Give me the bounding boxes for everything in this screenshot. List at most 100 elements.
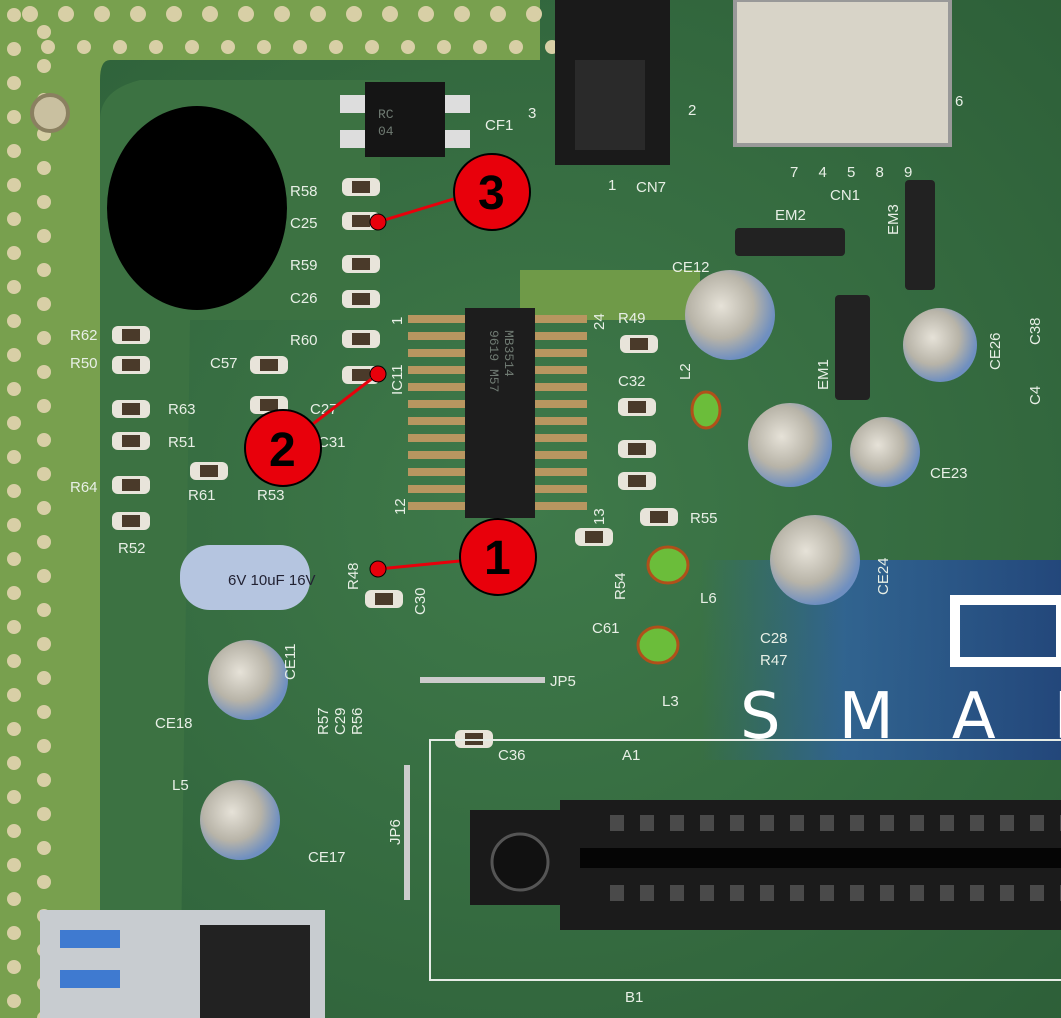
ic-pin bbox=[408, 485, 468, 493]
slot-pin bbox=[880, 885, 894, 901]
smd-body bbox=[200, 465, 218, 477]
svg-text:R55: R55 bbox=[690, 510, 718, 527]
via bbox=[77, 40, 91, 54]
smd-body bbox=[628, 401, 646, 413]
smd-body bbox=[122, 329, 140, 341]
via bbox=[37, 365, 51, 379]
ic-pin bbox=[408, 349, 468, 357]
via bbox=[473, 40, 487, 54]
svg-text:R51: R51 bbox=[168, 434, 196, 451]
ic-pin bbox=[408, 417, 468, 425]
smd-body bbox=[122, 515, 140, 527]
ic-pin bbox=[532, 332, 587, 340]
via bbox=[221, 40, 235, 54]
svg-text:6: 6 bbox=[955, 93, 963, 110]
svg-text:9619 M57: 9619 M57 bbox=[486, 330, 501, 392]
via bbox=[7, 858, 21, 872]
via bbox=[382, 6, 398, 22]
svg-text:2: 2 bbox=[269, 424, 296, 477]
via bbox=[7, 960, 21, 974]
smd-body bbox=[352, 215, 370, 227]
slot-pin bbox=[790, 885, 804, 901]
via bbox=[37, 501, 51, 515]
ic-pin bbox=[532, 349, 587, 357]
via bbox=[7, 722, 21, 736]
svg-text:1: 1 bbox=[484, 532, 511, 585]
via bbox=[7, 246, 21, 260]
via bbox=[274, 6, 290, 22]
smd-body bbox=[260, 399, 278, 411]
svg-text:L5: L5 bbox=[172, 777, 189, 794]
mounting-pad bbox=[30, 93, 70, 133]
smd-body bbox=[628, 443, 646, 455]
via bbox=[7, 450, 21, 464]
via bbox=[490, 6, 506, 22]
svg-text:R50: R50 bbox=[70, 355, 98, 372]
slot-outline bbox=[429, 739, 1061, 981]
ic11-chip bbox=[465, 308, 535, 518]
via bbox=[202, 6, 218, 22]
svg-text:C29: C29 bbox=[332, 707, 349, 735]
ic-pin bbox=[532, 400, 587, 408]
slot-pin bbox=[970, 885, 984, 901]
ic-pin bbox=[408, 468, 468, 476]
slot-pin bbox=[730, 815, 744, 831]
edge-vias bbox=[7, 6, 559, 1018]
svg-text:CN7: CN7 bbox=[636, 179, 666, 196]
slot-pin bbox=[670, 885, 684, 901]
via bbox=[37, 331, 51, 345]
via bbox=[7, 144, 21, 158]
smd-components bbox=[112, 178, 678, 748]
svg-text:1: 1 bbox=[608, 177, 616, 194]
via bbox=[185, 40, 199, 54]
smd-body bbox=[352, 258, 370, 270]
mounting-hole-blackout bbox=[107, 106, 287, 310]
via bbox=[293, 40, 307, 54]
via bbox=[7, 586, 21, 600]
slot-pin bbox=[640, 885, 654, 901]
svg-text:R60: R60 bbox=[290, 332, 318, 349]
via bbox=[37, 603, 51, 617]
via bbox=[7, 994, 21, 1008]
smd-body bbox=[585, 531, 603, 543]
via bbox=[37, 841, 51, 855]
svg-text:R63: R63 bbox=[168, 401, 196, 418]
slot-pin bbox=[760, 885, 774, 901]
svg-text:L6: L6 bbox=[700, 590, 717, 607]
svg-text:R48: R48 bbox=[345, 562, 362, 590]
logo-mark bbox=[950, 595, 1061, 667]
svg-text:R49: R49 bbox=[618, 310, 646, 327]
capacitor-print: 6V 10uF 16V bbox=[228, 572, 316, 589]
via bbox=[37, 263, 51, 277]
svg-text:C57: C57 bbox=[210, 355, 238, 372]
cn1-connector bbox=[733, 0, 952, 147]
svg-text:04: 04 bbox=[378, 124, 394, 139]
slot-pin bbox=[700, 885, 714, 901]
svg-text:R54: R54 bbox=[612, 572, 629, 600]
via bbox=[418, 6, 434, 22]
smd-body bbox=[122, 403, 140, 415]
ic-pin bbox=[532, 468, 587, 476]
slot-pin bbox=[610, 885, 624, 901]
slot-pin bbox=[850, 885, 864, 901]
slot-pin bbox=[790, 815, 804, 831]
svg-text:R56: R56 bbox=[349, 707, 366, 735]
slot-pin bbox=[730, 885, 744, 901]
svg-text:3: 3 bbox=[528, 105, 536, 122]
ic-pin bbox=[408, 366, 468, 374]
svg-text:1: 1 bbox=[389, 317, 406, 325]
em1-part bbox=[835, 295, 870, 400]
slot-pin bbox=[1000, 885, 1014, 901]
smd-body bbox=[122, 435, 140, 447]
via bbox=[7, 892, 21, 906]
svg-text:C4: C4 bbox=[1027, 386, 1044, 405]
slot-pin bbox=[760, 815, 774, 831]
via bbox=[329, 40, 343, 54]
slot-pin bbox=[670, 815, 684, 831]
via bbox=[37, 195, 51, 209]
svg-text:CE11: CE11 bbox=[282, 644, 299, 680]
l3-inductor bbox=[636, 625, 680, 665]
svg-text:C32: C32 bbox=[618, 373, 646, 390]
smd-body bbox=[260, 359, 278, 371]
